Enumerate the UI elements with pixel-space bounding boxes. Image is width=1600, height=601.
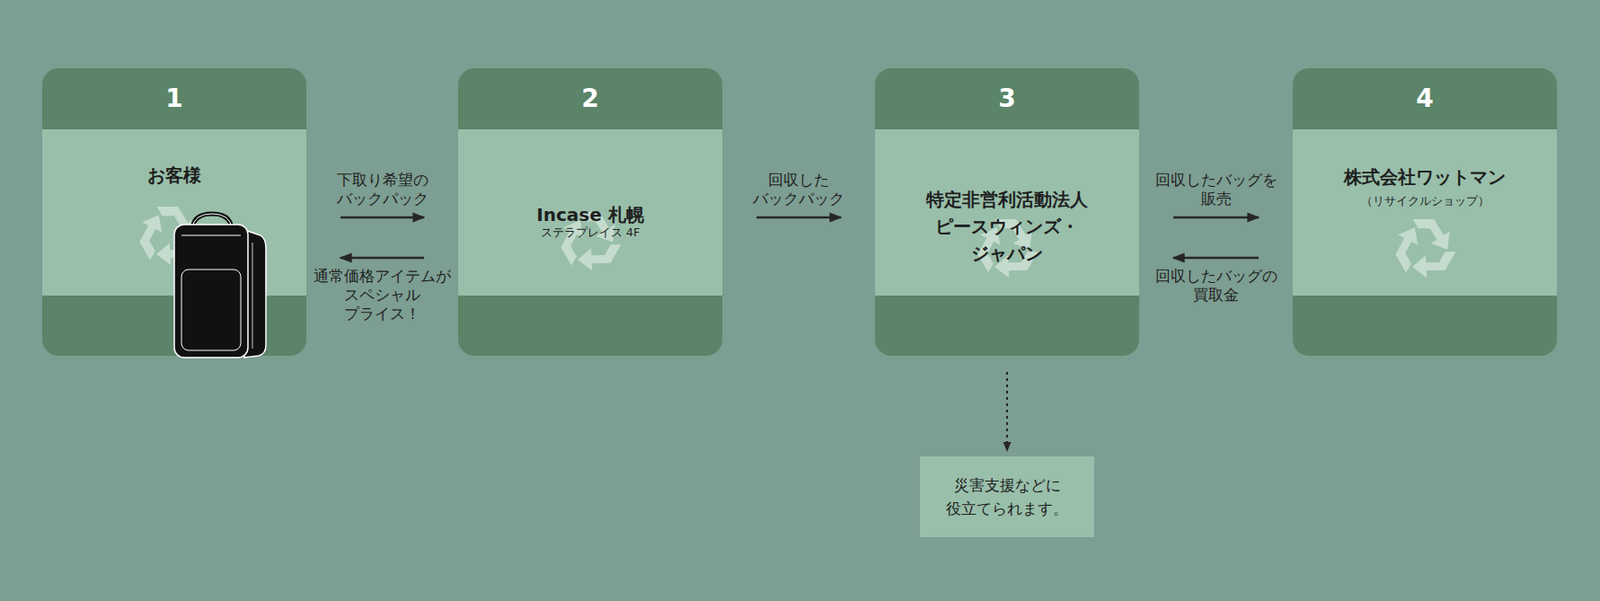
- edge-label-box: 下取り希望の バックパック: [334, 170, 432, 209]
- step-card: 2Incase 札幌ステラプレイス 4F: [458, 68, 723, 356]
- node-subtitle: （リサイクルショップ）: [1292, 193, 1557, 210]
- edge-label-box: 通常価格アイテムが スペシャル プライス！: [310, 266, 454, 324]
- step-number: 2: [458, 68, 723, 130]
- node-title: お客様: [42, 164, 307, 186]
- recycle-icon: [1387, 219, 1456, 284]
- recycle-icon: [552, 212, 621, 277]
- edge-label: 回収した バックパック: [750, 170, 848, 209]
- step-number: 3: [875, 68, 1140, 130]
- edge-label: 回収したバッグを 販売: [1152, 170, 1281, 209]
- node-title: 特定非営利活動法人 ピースウィンズ・ジャパン: [926, 185, 1088, 267]
- flow-arrow: [340, 256, 425, 260]
- dotted-arrow: [1006, 371, 1008, 451]
- step-number: 4: [1292, 68, 1557, 130]
- flow-arrow: [756, 216, 841, 220]
- edge-label: 回収したバッグの 買取金: [1152, 266, 1281, 305]
- edge-label-box: 回収したバッグの 買取金: [1152, 266, 1281, 305]
- edge-label: 下取り希望の バックパック: [334, 170, 432, 209]
- flow-arrow: [1173, 216, 1259, 220]
- recycle-icon: [131, 206, 200, 272]
- flow-arrow: [1173, 256, 1259, 260]
- node-subtitle: ステラプレイス 4F: [458, 225, 723, 240]
- backpack-illustration: [174, 213, 266, 358]
- step-card: 3 特定非営利活動法人 ピースウィンズ・ジャパン: [875, 68, 1140, 356]
- node-title: 株式会社ワットマン: [1292, 166, 1557, 188]
- note-box: 災害支援などに 役立てられます。: [919, 456, 1095, 538]
- edge-label-box: 回収したバッグを 販売: [1152, 170, 1281, 209]
- flow-arrow: [340, 216, 425, 220]
- step-card: 1 お客様: [42, 68, 307, 356]
- edge-label-box: 回収した バックパック: [750, 170, 848, 209]
- recycle-icon: [969, 219, 1038, 284]
- step-number: 1: [42, 68, 307, 130]
- step-card: 4 株式会社ワットマン （リサイクルショップ）: [1292, 68, 1557, 356]
- edge-label: 通常価格アイテムが スペシャル プライス！: [310, 266, 454, 324]
- note-text: 災害支援などに 役立てられます。: [945, 473, 1069, 521]
- node-title: Incase 札幌: [458, 203, 723, 226]
